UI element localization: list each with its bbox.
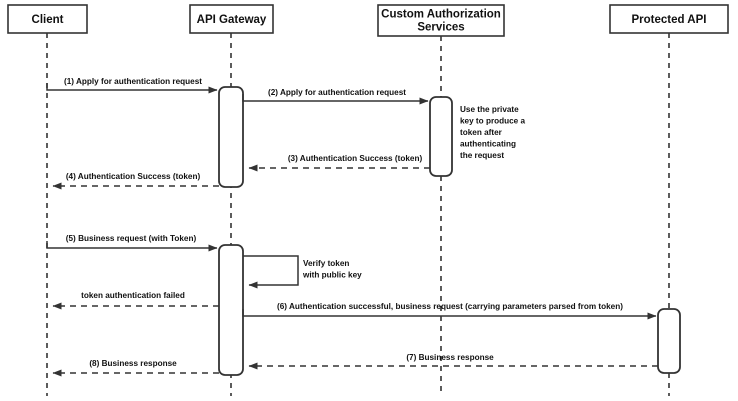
participant-label-api-gateway: API Gateway — [197, 14, 267, 26]
note-private-key-line-4: authenticating — [460, 140, 516, 149]
self-message-verify-token-label-line-2: with public key — [302, 271, 362, 280]
note-private-key: Use the private key to produce a token a… — [460, 105, 526, 160]
participant-client[interactable]: Client — [7, 4, 88, 396]
message-6-arrow — [242, 309, 657, 320]
activation-bar-authorization-service — [429, 96, 453, 177]
message-1[interactable]: (1) Apply for authentication request — [46, 77, 218, 94]
participant-protected-api[interactable]: Protected API — [609, 4, 729, 396]
message-6[interactable]: (6) Authentication successful, business … — [242, 302, 657, 320]
activation-bar-api-gateway-business — [218, 244, 244, 376]
note-private-key-line-5: the request — [460, 151, 504, 160]
message-7[interactable]: (7) Business response — [248, 353, 658, 370]
message-5[interactable]: (5) Business request (with Token) — [46, 234, 218, 252]
message-2-arrow — [242, 94, 429, 105]
note-private-key-line-2: key to produce a — [460, 117, 526, 126]
message-5-arrow — [46, 241, 218, 252]
message-4-label: (4) Authentication Success (token) — [66, 172, 201, 181]
message-1-arrow — [46, 83, 218, 94]
note-private-key-line-3: token after — [460, 128, 503, 137]
participant-label-custom-authorization-services-line2: Services — [417, 22, 464, 34]
message-6-label: (6) Authentication successful, business … — [277, 302, 623, 311]
self-message-verify-token-arrow — [243, 255, 299, 289]
participant-box-api-gateway[interactable] — [189, 4, 274, 34]
message-token-authentication-failed-label: token authentication failed — [81, 291, 185, 300]
activation-bar-api-gateway-auth — [218, 86, 244, 188]
participant-box-protected-api[interactable] — [609, 4, 729, 34]
message-8-label: (8) Business response — [89, 359, 177, 368]
participant-box-custom-authorization-services[interactable] — [377, 4, 505, 37]
activation-bar-protected-api — [657, 308, 681, 374]
participant-box-client[interactable] — [7, 4, 88, 34]
self-message-verify-token[interactable]: Verify token with public key — [243, 255, 362, 289]
note-private-key-line-1: Use the private — [460, 105, 519, 114]
message-8[interactable]: (8) Business response — [52, 359, 219, 377]
message-2-label: (2) Apply for authentication request — [268, 88, 406, 97]
participant-label-custom-authorization-services-line1: Custom Authorization — [381, 9, 501, 21]
message-7-label: (7) Business response — [406, 353, 494, 362]
self-message-verify-token-label-line-1: Verify token — [303, 259, 349, 268]
participant-label-client: Client — [32, 14, 64, 26]
message-token-authentication-failed[interactable]: token authentication failed — [52, 291, 219, 310]
message-3[interactable]: (3) Authentication Success (token) — [248, 154, 430, 172]
participant-label-protected-api: Protected API — [632, 14, 707, 26]
message-5-label: (5) Business request (with Token) — [66, 234, 197, 243]
message-4[interactable]: (4) Authentication Success (token) — [52, 172, 219, 190]
message-1-label: (1) Apply for authentication request — [64, 77, 202, 86]
participant-custom-authorization-services[interactable]: Custom Authorization Services — [377, 4, 505, 396]
message-3-label: (3) Authentication Success (token) — [288, 154, 423, 163]
message-2[interactable]: (2) Apply for authentication request — [242, 88, 429, 105]
